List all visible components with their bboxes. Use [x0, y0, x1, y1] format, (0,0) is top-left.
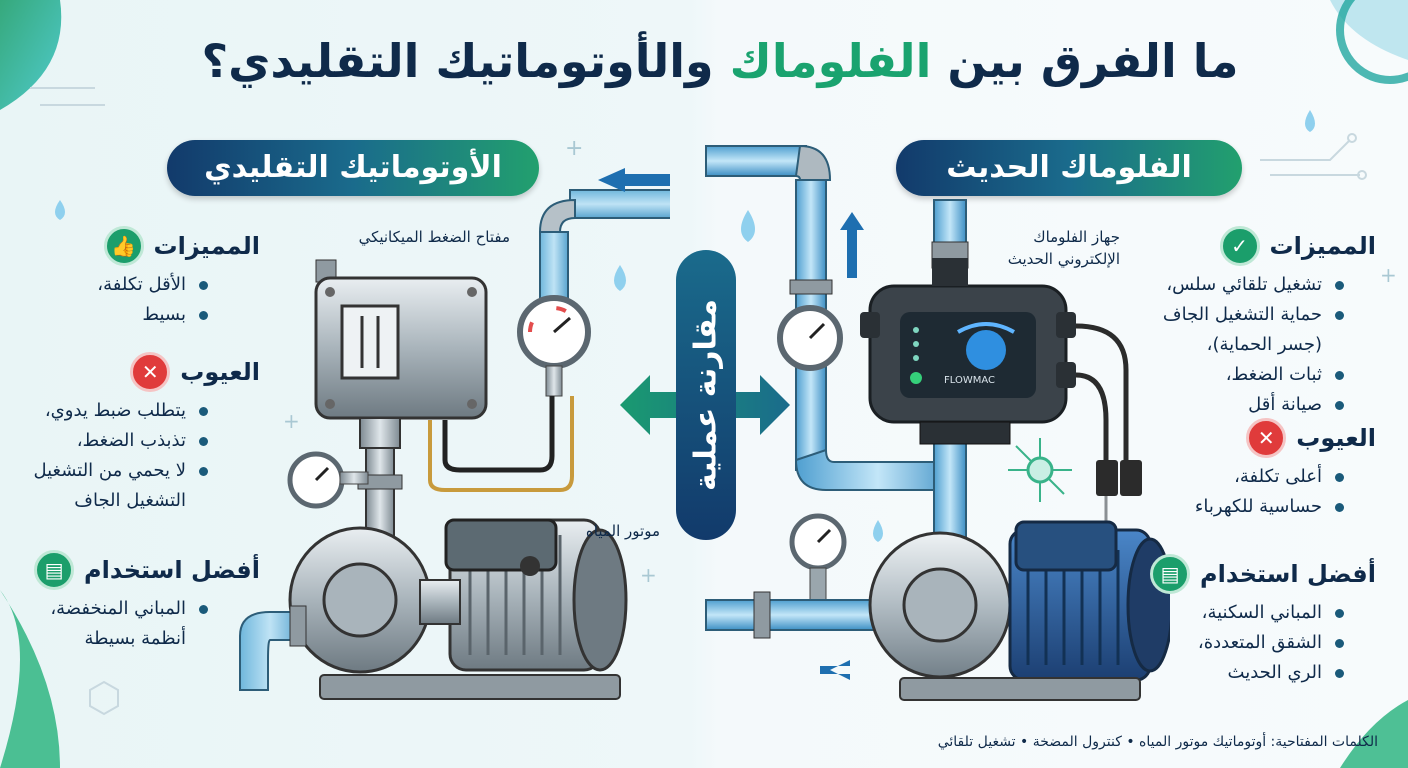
document-icon: ▤	[34, 550, 75, 590]
list-item: صيانة أقل	[1163, 390, 1348, 420]
right-panel-heading: الفلوماك الحديث	[896, 140, 1242, 196]
list-item: الشقق المتعددة،	[1198, 628, 1348, 658]
motor-label: موتور المياه	[585, 522, 660, 540]
traditional-pump-illustration	[239, 168, 670, 700]
svg-text:+: +	[283, 409, 300, 433]
list-item: الري الحديث	[1198, 658, 1348, 688]
device-label-line2: الإلكتروني الحديث	[1007, 250, 1120, 268]
svg-text:+: +	[640, 563, 657, 587]
x-icon: ✕	[1246, 418, 1287, 458]
right-best-use-heading: أفضل استخدام ▤	[1150, 554, 1376, 594]
right-advantages-heading: المميزات ✓	[1219, 226, 1376, 266]
list-item: التشغيل الجاف	[74, 490, 186, 511]
comparison-badge: مقارنة عملية	[676, 250, 736, 540]
left-best-use-heading: أفضل استخدام ▤	[34, 550, 260, 590]
list-item: الأقل تكلفة،	[97, 270, 212, 300]
list-item: حساسية للكهرباء	[1195, 492, 1348, 522]
shield-check-icon: ✓	[1219, 226, 1260, 266]
device-label: جهاز الفلوماك الإلكتروني الحديث	[960, 226, 1120, 270]
list-item: يتطلب ضبط يدوي،	[33, 396, 212, 426]
x-icon: ✕	[130, 352, 171, 392]
list-item: المباني السكنية،	[1198, 598, 1348, 628]
list-item: أنظمة بسيطة	[84, 628, 186, 649]
list-item: حماية التشغيل الجاف	[1163, 300, 1348, 330]
device-label-line1: جهاز الفلوماك	[1033, 228, 1120, 246]
page-title: ما الفرق بين الفلوماك والأوتوماتيك التقل…	[201, 34, 1239, 88]
list-item: ثبات الضغط،	[1163, 360, 1348, 390]
list-item: أعلى تكلفة،	[1195, 462, 1348, 492]
list-item: تشغيل تلقائي سلس،	[1163, 270, 1348, 300]
flowmac-brand: FLOWMAC	[944, 375, 995, 386]
right-advantages-list: تشغيل تلقائي سلس، حماية التشغيل الجاف (ج…	[1163, 270, 1348, 420]
flowmac-pump-illustration: FLOWMAC	[705, 144, 1170, 701]
list-item: المباني المنخفضة،	[50, 594, 212, 624]
list-item: (جسر الحماية)،	[1206, 334, 1322, 355]
thumbs-up-icon: 👍	[103, 226, 144, 266]
left-advantages-list: الأقل تكلفة، بسيط	[97, 270, 212, 330]
keywords-footer: الكلمات المفتاحية: أوتوماتيك موتور الميا…	[937, 734, 1378, 750]
pressure-switch-label: مفتاح الضغط الميكانيكي	[358, 228, 510, 246]
left-best-use-list: المباني المنخفضة، أنظمة بسيطة	[50, 594, 212, 654]
list-item: لا يحمي من التشغيل	[33, 456, 212, 486]
network-node-icon	[1008, 438, 1072, 502]
list-item: بسيط	[97, 300, 212, 330]
right-best-use-list: المباني السكنية، الشقق المتعددة، الري ال…	[1198, 598, 1348, 688]
left-advantages-heading: المميزات 👍	[103, 226, 260, 266]
document-icon: ▤	[1150, 554, 1191, 594]
right-disadvantages-heading: العيوب ✕	[1246, 418, 1376, 458]
list-item: تذبذب الضغط،	[33, 426, 212, 456]
left-disadvantages-heading: العيوب ✕	[130, 352, 260, 392]
right-disadvantages-list: أعلى تكلفة، حساسية للكهرباء	[1195, 462, 1348, 522]
svg-text:+: +	[1380, 263, 1397, 287]
left-panel-heading: الأوتوماتيك التقليدي	[167, 140, 539, 196]
svg-text:+: +	[565, 136, 583, 161]
left-disadvantages-list: يتطلب ضبط يدوي، تذبذب الضغط، لا يحمي من …	[33, 396, 212, 516]
